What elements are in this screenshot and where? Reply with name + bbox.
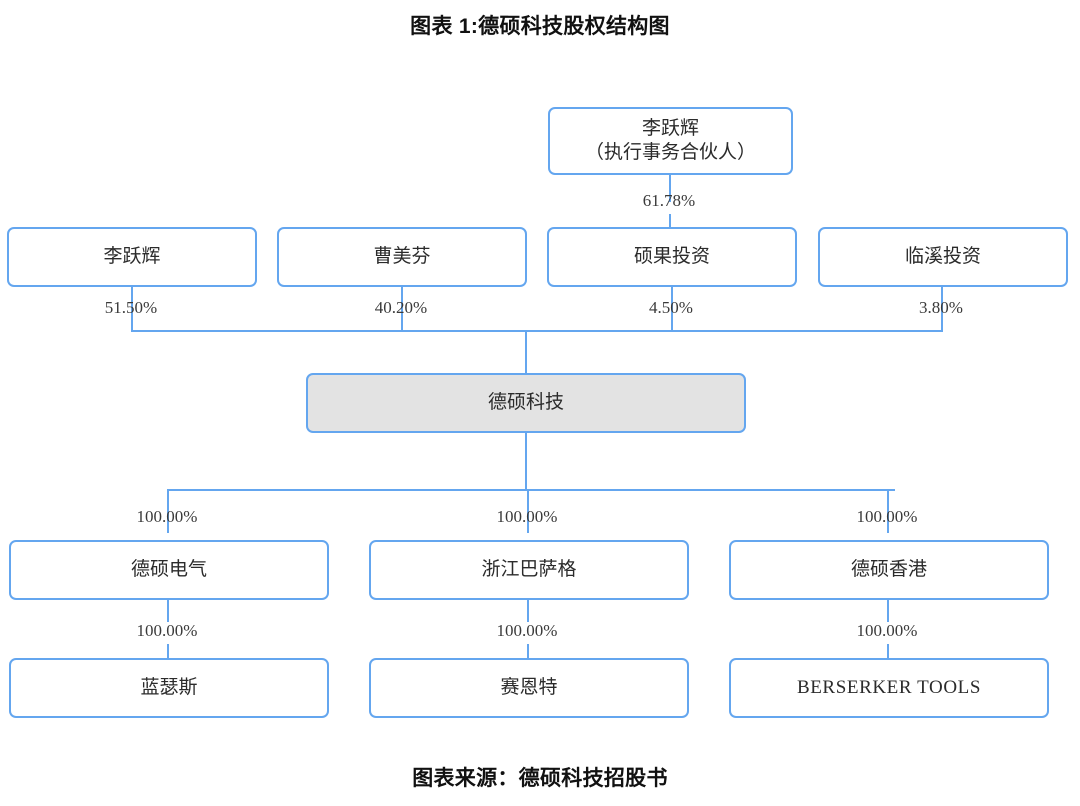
percent-basage-to-saiente: 100.00% [496,621,558,640]
connector-subsidiary-bus [167,489,895,491]
node-linxi-investment-label: 临溪投资 [904,245,981,267]
connector-hongkong-to-berserker-upper [887,600,889,622]
node-deshuo-hongkong-label: 德硕香港 [850,558,927,580]
percent-company-to-dianqi: 100.00% [136,507,198,526]
node-berserker-tools[interactable]: BERSERKER TOOLS [729,658,1049,718]
node-deshuo-electric[interactable]: 德硕电气 [9,540,329,600]
connector-gp-to-shuoguo-lower [669,214,671,227]
percent-shuoguo-to-company: 4.50% [649,298,693,317]
node-li-yuehui[interactable]: 李跃辉 [7,227,257,287]
node-deshuo-hongkong[interactable]: 德硕香港 [729,540,1049,600]
percent-gp-to-shuoguo: 61.78% [642,191,696,210]
percent-dianqi-to-lansesi: 100.00% [136,621,198,640]
node-li-yuehui-label: 李跃辉 [103,245,161,267]
connector-bus-to-dianqi [167,489,169,533]
node-executive-partner-label: 李跃辉 （执行事务合伙人） [584,117,756,163]
node-shuoguo-investment-label: 硕果投资 [633,245,710,267]
connector-company-to-subsidiary-bus [525,433,527,490]
connector-shareholders-bus [131,330,943,332]
node-zhejiang-basage[interactable]: 浙江巴萨格 [369,540,689,600]
connector-linxi-stub [941,287,943,331]
node-saiente[interactable]: 赛恩特 [369,658,689,718]
percent-cao-to-company: 40.20% [374,298,428,317]
node-cao-meifen[interactable]: 曹美芬 [277,227,527,287]
node-zhejiang-basage-label: 浙江巴萨格 [481,558,577,580]
connector-dianqi-to-lansesi-lower [167,644,169,658]
connector-cao-stub [401,287,403,331]
percent-company-to-basage: 100.00% [496,507,558,526]
connector-bus-to-basage [527,489,529,533]
connector-li-stub [131,287,133,331]
node-executive-partner[interactable]: 李跃辉 （执行事务合伙人） [548,107,793,175]
connector-basage-to-saiente-lower [527,644,529,658]
connector-bus-to-company [525,330,527,373]
connector-bus-to-hongkong [887,489,889,533]
percent-hongkong-to-berserker: 100.00% [856,621,918,640]
node-deshuo-technology-label: 德硕科技 [487,391,564,413]
connector-basage-to-saiente-upper [527,600,529,622]
node-berserker-tools-label: BERSERKER TOOLS [796,676,982,698]
node-cao-meifen-label: 曹美芬 [373,245,431,267]
node-deshuo-technology[interactable]: 德硕科技 [306,373,746,433]
node-linxi-investment[interactable]: 临溪投资 [818,227,1068,287]
percent-li-to-company: 51.50% [104,298,158,317]
node-saiente-label: 赛恩特 [500,676,558,698]
connector-hongkong-to-berserker-lower [887,644,889,658]
chart-source: 图表来源：德硕科技招股书 [412,767,668,790]
node-deshuo-electric-label: 德硕电气 [130,558,207,580]
connector-dianqi-to-lansesi-upper [167,600,169,622]
percent-company-to-hongkong: 100.00% [856,507,918,526]
node-shuoguo-investment[interactable]: 硕果投资 [547,227,797,287]
percent-linxi-to-company: 3.80% [919,298,963,317]
node-lansesi-label: 蓝瑟斯 [140,676,198,698]
chart-title: 图表 1:德硕科技股权结构图 [410,15,670,38]
node-lansesi[interactable]: 蓝瑟斯 [9,658,329,718]
connector-gp-to-shuoguo-upper [669,175,671,202]
connector-shuoguo-stub [671,287,673,331]
